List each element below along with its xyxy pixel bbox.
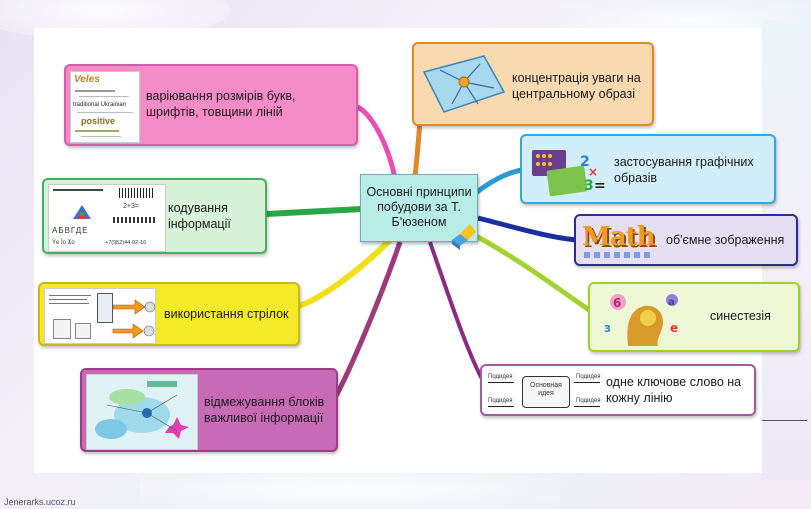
head-icon: 6 a з e: [604, 294, 678, 346]
branch-left-4: [333, 241, 403, 398]
svg-text:e: e: [670, 321, 678, 335]
node-right-3-label: об'ємне зображення: [666, 233, 785, 247]
node-left-3-label: використання стрілок: [164, 307, 289, 321]
node-right-4-label: синестезія: [710, 309, 771, 323]
keyword-diagram-image: Подидея Подидея Подидея Подидея Основная…: [486, 370, 602, 412]
blocks-diagram-icon: [95, 381, 189, 439]
branch-right-4: [474, 233, 594, 315]
central-image-picture: [420, 52, 508, 116]
node-left-2: 2+3= АБВГДЕ Ϋe Ϊo Ϫo +7(952)44-92-16 код…: [42, 178, 267, 254]
footer-text: Jenerarks.ucoz.ru: [4, 497, 76, 507]
node-left-2-label: кодування інформації: [168, 201, 231, 231]
svg-text:3: 3: [584, 178, 594, 194]
node-right-1: концентрація уваги на центральному образ…: [412, 42, 654, 126]
node-left-4-label: відмежування блоків важливої інформації: [204, 395, 325, 425]
font-variation-image: Veles traditional Ukrainian positive: [70, 71, 140, 143]
font-sample-traditional: traditional Ukrainian: [73, 102, 127, 108]
coding-small-text: Ϋe Ϊo Ϫo: [52, 240, 75, 246]
node-left-1: Veles traditional Ukrainian positive вар…: [64, 64, 358, 146]
node-right-3: Math об'ємне зображення: [574, 214, 798, 266]
map-icon: [422, 55, 506, 113]
keyword-side-a: Подидея: [488, 374, 513, 380]
divider-line: [762, 420, 807, 421]
coding-letters: АБВГДЕ: [52, 226, 89, 235]
node-left-3: використання стрілок: [38, 282, 300, 346]
svg-text:×: ×: [588, 165, 598, 179]
coding-formula: 2+3=: [123, 203, 139, 210]
coding-image: 2+3= АБВГДЕ Ϋe Ϊo Ϫo +7(952)44-92-16: [48, 184, 166, 252]
svg-text:з: з: [604, 321, 611, 335]
logo-icon: [73, 205, 91, 219]
branch-left-2: [265, 206, 363, 217]
node-right-2: 2 × 3 = застосування графічних образів: [520, 134, 776, 204]
node-right-5: Подидея Подидея Подидея Подидея Основная…: [480, 364, 756, 416]
keyword-side-b: Подидея: [488, 398, 513, 404]
svg-text:6: 6: [613, 296, 621, 310]
keyword-side-c: Подидея: [576, 374, 601, 380]
node-right-2-label: застосування графічних образів: [614, 155, 754, 185]
keyword-center: Основная идея: [530, 382, 562, 397]
central-topic-label: Основні принципи побудови за Т. Б'юзеном: [366, 185, 472, 229]
node-left-1-label: варіювання розмірів букв, шрифтів, товщи…: [146, 89, 296, 119]
branch-right-3: [477, 215, 579, 243]
keyword-side-d: Подидея: [576, 398, 601, 404]
node-right-4: 6 a з e синестезія: [588, 282, 800, 352]
svg-text:a: a: [668, 297, 675, 308]
background-glow: [140, 470, 560, 509]
node-right-1-label: концентрація уваги на центральному образ…: [512, 71, 641, 101]
central-topic-box: Основні принципи побудови за Т. Б'юзеном: [360, 174, 478, 242]
arrows-image: [44, 288, 156, 344]
branch-right-5: [428, 241, 488, 388]
svg-text:=: =: [594, 178, 606, 194]
branch-left-3: [297, 237, 393, 309]
svg-text:2: 2: [580, 154, 590, 170]
synesthesia-image: 6 a з e: [598, 288, 684, 348]
arrow-icon: [112, 299, 155, 339]
math-3d-word: Math: [582, 222, 656, 252]
cube-icon: [452, 224, 476, 250]
branch-left-1: [350, 104, 398, 179]
blocks-image: [86, 374, 198, 450]
node-right-5-label: одне ключове слово на кожну лінію: [606, 375, 742, 405]
graphic-image-picture: 2 × 3 =: [524, 140, 608, 198]
calculator-icon: 2 × 3 =: [532, 150, 606, 197]
font-sample-veles: Veles: [74, 74, 100, 85]
font-sample-positive: positive: [81, 116, 116, 126]
coding-phone: +7(952)44-92-16: [105, 240, 147, 246]
node-left-4: відмежування блоків важливої інформації: [80, 368, 338, 452]
